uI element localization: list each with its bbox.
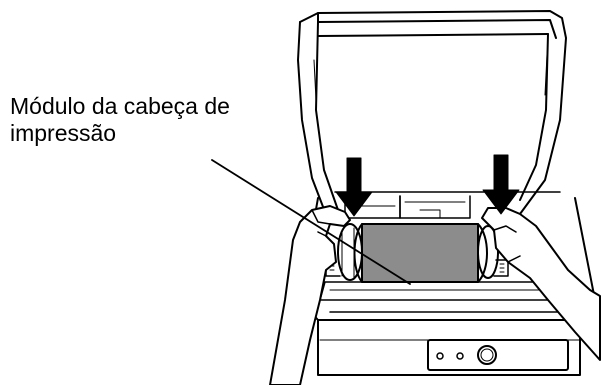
arrow-down-icon bbox=[482, 154, 520, 215]
callout-label-line-2: impressão bbox=[10, 120, 117, 146]
callout-label-line-1: Módulo da cabeça de bbox=[10, 93, 230, 119]
callout-label: Módulo da cabeça de impressão bbox=[10, 93, 280, 147]
power-button-icon bbox=[477, 345, 497, 365]
arrow-down-icon bbox=[335, 157, 373, 217]
print-head-module bbox=[325, 223, 509, 283]
right-spool bbox=[477, 225, 499, 279]
left-spool bbox=[337, 223, 363, 281]
printer-top-cover bbox=[297, 10, 567, 215]
press-arrows bbox=[335, 154, 520, 217]
indicator-light-icon bbox=[436, 352, 444, 360]
ribbon-roll bbox=[361, 223, 479, 283]
hands bbox=[269, 205, 601, 385]
left-hand bbox=[269, 205, 351, 385]
indicator-light-icon bbox=[456, 352, 464, 360]
right-hand bbox=[481, 207, 601, 361]
control-panel bbox=[427, 339, 569, 371]
callout-leader-line bbox=[211, 159, 411, 285]
